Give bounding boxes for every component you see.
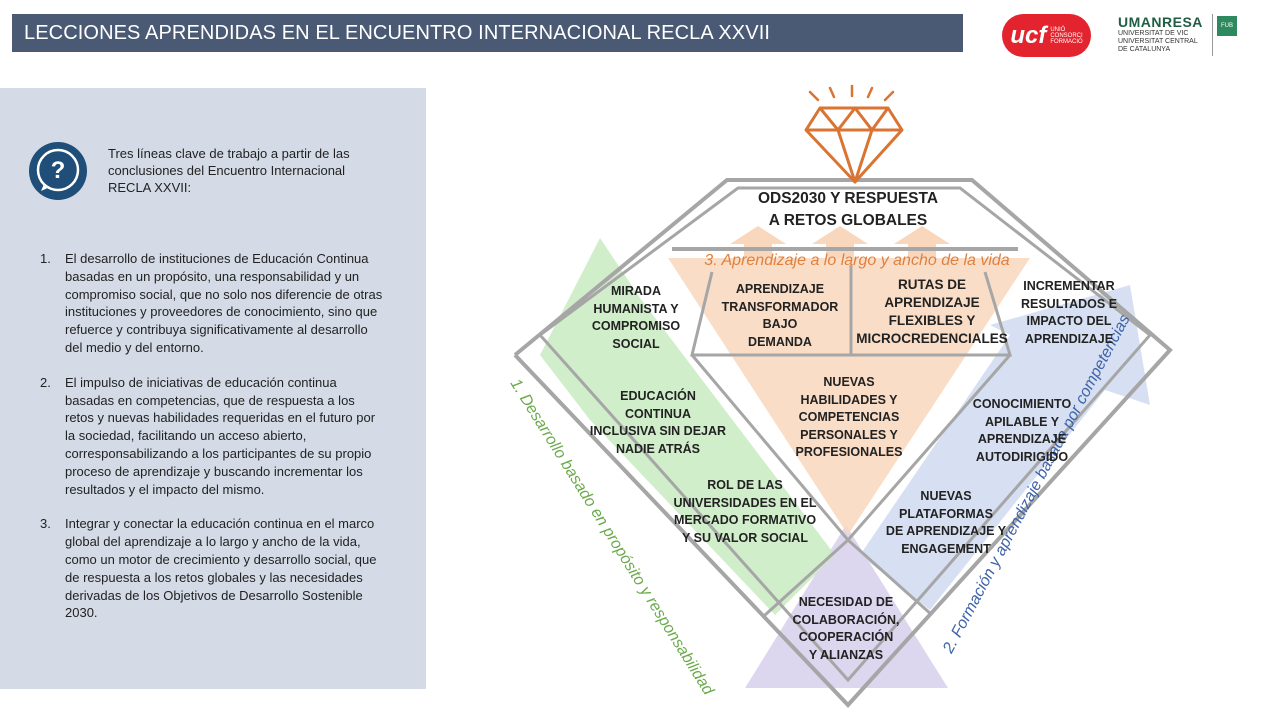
box-line: FLEXIBLES Y xyxy=(888,313,976,328)
box-line: DEMANDA xyxy=(748,334,812,349)
box-nuevas-habilidades: NUEVAS HABILIDADES Y COMPETENCIAS PERSON… xyxy=(796,374,903,462)
box-line: INCLUSIVA SIN DEJAR xyxy=(589,424,727,438)
box-line: NADIE ATRÁS xyxy=(615,441,701,456)
box-line: MICROCREDENCIALES xyxy=(856,331,1008,346)
umanresa-sub-2: UNIVERSITAT CENTRAL xyxy=(1118,38,1198,45)
box-line: ENGAGEMENT xyxy=(901,541,991,556)
box-line: PERSONALES Y xyxy=(800,427,898,442)
list-item-text: Integrar y conectar la educación continu… xyxy=(65,516,377,621)
box-line: COLABORACIÓN, xyxy=(792,612,900,627)
slide-title: LECCIONES APRENDIDAS EN EL ENCUENTRO INT… xyxy=(12,14,963,52)
box-line: NECESIDAD DE xyxy=(798,595,894,609)
ucf-logo-sub: UNIÓ CONSORCI FORMACIÓ xyxy=(1050,27,1082,45)
box-line: APRENDIZAJE xyxy=(735,282,825,296)
box-line: CONTINUA xyxy=(625,406,691,421)
box-line: APRENDIZAJE xyxy=(1024,331,1114,346)
box-line: TRANSFORMADOR xyxy=(721,299,839,314)
box-line: HUMANISTA Y xyxy=(593,301,679,316)
box-line: COMPETENCIAS xyxy=(798,410,900,424)
box-line: APRENDIZAJE xyxy=(977,432,1067,446)
box-line: MIRADA xyxy=(610,284,661,298)
blue-arrow xyxy=(860,285,1150,610)
umanresa-logo-main: UMANRESA xyxy=(1118,14,1203,30)
box-nuevas-plataformas: NUEVAS PLATAFORMAS DE APRENDIZAJE Y ENGA… xyxy=(886,488,1006,558)
ucf-logo-main: ucf xyxy=(1010,21,1047,49)
umanresa-logo: UMANRESA UNIVERSITAT DE VIC UNIVERSITAT … xyxy=(1118,14,1213,60)
box-line: AUTODIRIGIDO xyxy=(975,449,1069,464)
list-item: 1. El desarrollo de instituciones de Educ… xyxy=(40,250,385,357)
ods-line-2: A RETOS GLOBALES xyxy=(768,212,928,229)
orange-triangle xyxy=(668,258,1030,535)
list-item: 3. Integrar y conectar la educación conti… xyxy=(40,515,385,622)
diamond-icon xyxy=(804,106,904,184)
fub-logo: FUB xyxy=(1212,14,1239,56)
box-line: DE APRENDIZAJE Y xyxy=(885,524,1007,538)
box-line: MERCADO FORMATIVO xyxy=(673,513,817,527)
inner-v-right-2 xyxy=(847,538,933,617)
box-rutas-aprendizaje: RUTAS DE APRENDIZAJE FLEXIBLES Y MICROCR… xyxy=(856,276,1008,348)
box-line: APRENDIZAJE xyxy=(884,295,980,310)
box-mirada-humanista: MIRADA HUMANISTA Y COMPROMISO SOCIAL xyxy=(592,283,680,353)
box-line: NUEVAS xyxy=(920,489,972,503)
box-conocimiento-apilable: CONOCIMIENTO APILABLE Y APRENDIZAJE AUTO… xyxy=(973,396,1071,466)
ucf-sub-3: FORMACIÓ xyxy=(1050,38,1083,45)
box-rol-universidades: ROL DE LAS UNIVERSIDADES EN EL MERCADO F… xyxy=(673,477,816,547)
fub-logo-mark: FUB xyxy=(1217,16,1237,36)
inner-v-left-2 xyxy=(763,538,850,617)
ucf-sub-1: UNIÓ xyxy=(1050,26,1066,33)
green-arrow xyxy=(540,238,835,615)
key-points-list: 1. El desarrollo de instituciones de Educ… xyxy=(40,250,385,639)
question-bubble-icon: ? xyxy=(29,142,87,200)
outer-diamond-outline xyxy=(513,178,1173,708)
box-line: RESULTADOS E xyxy=(1020,296,1118,311)
box-line: APILABLE Y xyxy=(984,414,1060,429)
list-item-number: 1. xyxy=(40,251,51,266)
box-line: ROL DE LAS xyxy=(707,478,783,492)
box-line: IMPACTO DEL xyxy=(1026,314,1112,328)
box-line: NUEVAS xyxy=(823,375,875,389)
list-item-text: El impulso de iniciativas de educación c… xyxy=(65,374,376,497)
ods-line-1: ODS2030 Y RESPUESTA xyxy=(757,190,939,207)
box-incrementar-resultados: INCREMENTAR RESULTADOS E IMPACTO DEL APR… xyxy=(1021,278,1117,348)
inner-diamond-outline xyxy=(538,186,1153,683)
box-line: COOPERACIÓN xyxy=(798,630,894,644)
umanresa-sub-3: DE CATALUNYA xyxy=(1118,46,1171,53)
list-item: 2. El impulso de iniciativas de educación… xyxy=(40,374,385,499)
box-line: UNIVERSIDADES EN EL xyxy=(673,495,817,510)
box-line: PLATAFORMAS xyxy=(899,506,993,521)
inner-v-right xyxy=(846,354,1012,541)
box-line: EDUCACIÓN xyxy=(620,389,696,403)
svg-text:?: ? xyxy=(51,157,66,184)
box-line: Y SU VALOR SOCIAL xyxy=(682,530,808,545)
inner-v-left xyxy=(690,354,850,541)
intro-text: Tres líneas clave de trabajo a partir de… xyxy=(108,146,350,195)
box-line: SOCIAL xyxy=(612,336,660,351)
list-item-number: 3. xyxy=(40,516,51,532)
box-necesidad-colaboracion: NECESIDAD DE COLABORACIÓN, COOPERACIÓN Y… xyxy=(793,594,900,664)
box-line: Y ALIANZAS xyxy=(808,647,884,662)
box-line: INCREMENTAR xyxy=(1023,279,1115,293)
box-line: PROFESIONALES xyxy=(795,445,903,459)
box-educacion-inclusiva: EDUCACIÓN CONTINUA INCLUSIVA SIN DEJAR N… xyxy=(590,388,726,458)
ods-title: ODS2030 Y RESPUESTA A RETOS GLOBALES xyxy=(758,188,938,232)
box-line: BAJO xyxy=(762,317,798,331)
box-line: HABILIDADES Y xyxy=(800,392,898,407)
ucf-sub-2: CONSORCI xyxy=(1050,32,1083,39)
sparkle-lines xyxy=(808,84,895,102)
line-3-label: 3. Aprendizaje a lo largo y ancho de la … xyxy=(704,252,1010,269)
box-line: COMPROMISO xyxy=(591,319,681,333)
box-line: RUTAS DE xyxy=(897,277,967,292)
umanresa-sub-1: UNIVERSITAT DE VIC xyxy=(1118,30,1189,37)
list-item-number: 2. xyxy=(40,374,51,390)
ucf-logo: ucf UNIÓ CONSORCI FORMACIÓ xyxy=(1002,14,1091,57)
box-aprendizaje-transformador: APRENDIZAJE TRANSFORMADOR BAJO DEMANDA xyxy=(722,281,839,351)
list-item-text: El desarrollo de instituciones de Educac… xyxy=(65,251,383,355)
box-line: CONOCIMIENTO xyxy=(972,397,1072,411)
